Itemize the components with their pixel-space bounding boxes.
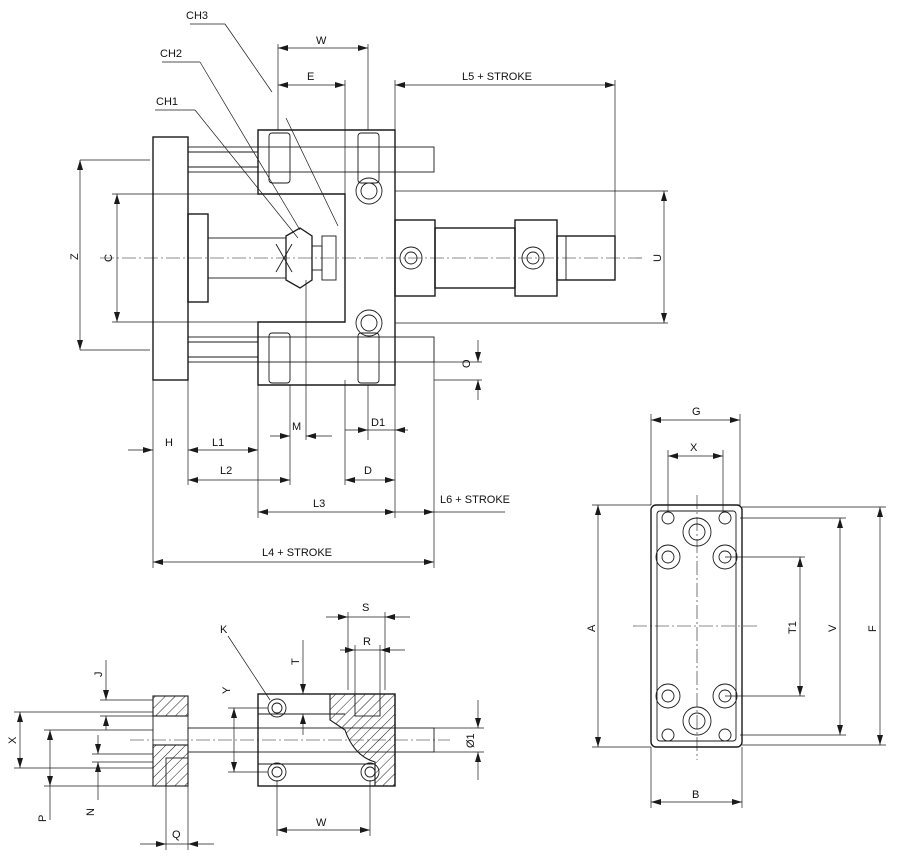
label-z: Z [69, 253, 81, 260]
plan-section-view [14, 612, 484, 850]
label-q: Q [172, 829, 181, 841]
label-e: E [307, 71, 314, 83]
label-u: U [652, 254, 664, 262]
label-t1: T1 [787, 621, 799, 634]
label-k: K [220, 624, 228, 636]
label-l3: L3 [313, 498, 325, 510]
label-x-left: X [7, 736, 19, 744]
label-y: Y [221, 686, 233, 694]
label-g: G [692, 406, 701, 418]
label-c: C [103, 254, 115, 262]
label-l6: L6 + STROKE [440, 494, 510, 506]
label-m: M [292, 421, 301, 433]
plate-section-bottom [152, 744, 189, 787]
label-b: B [692, 789, 699, 801]
label-n: N [85, 808, 97, 816]
label-p: P [37, 815, 49, 822]
label-r: R [363, 636, 371, 648]
label-w-bottom: W [316, 817, 327, 829]
label-o: O [461, 359, 473, 368]
label-v: V [827, 624, 839, 632]
lower-guide-rod [187, 336, 435, 363]
label-h: H [165, 437, 173, 449]
label-d: D [364, 465, 372, 477]
label-d1: D1 [371, 417, 385, 429]
plate-section-top [152, 695, 189, 717]
label-ch3: CH3 [186, 10, 208, 22]
label-t: T [290, 658, 302, 665]
label-a: A [586, 624, 598, 632]
label-l5: L5 + STROKE [462, 71, 532, 83]
label-j: J [93, 672, 105, 678]
label-s: S [362, 602, 369, 614]
front-block [257, 129, 396, 386]
label-o1: Ø1 [465, 733, 477, 748]
label-w-top: W [316, 35, 327, 47]
flange-plate [152, 136, 189, 381]
label-ch2: CH2 [160, 48, 182, 60]
label-l1: L1 [212, 437, 224, 449]
upper-guide-rod [187, 146, 435, 173]
front-face-view [592, 414, 886, 808]
label-x-right: X [690, 442, 698, 454]
label-l2: L2 [220, 465, 232, 477]
label-f: F [867, 625, 879, 632]
label-l4: L4 + STROKE [262, 547, 332, 559]
dimension-labels: CH3 CH2 CH1 W E L5 + STROKE Z C U O M D1… [7, 10, 879, 841]
label-ch1: CH1 [156, 96, 178, 108]
side-view [77, 23, 668, 568]
